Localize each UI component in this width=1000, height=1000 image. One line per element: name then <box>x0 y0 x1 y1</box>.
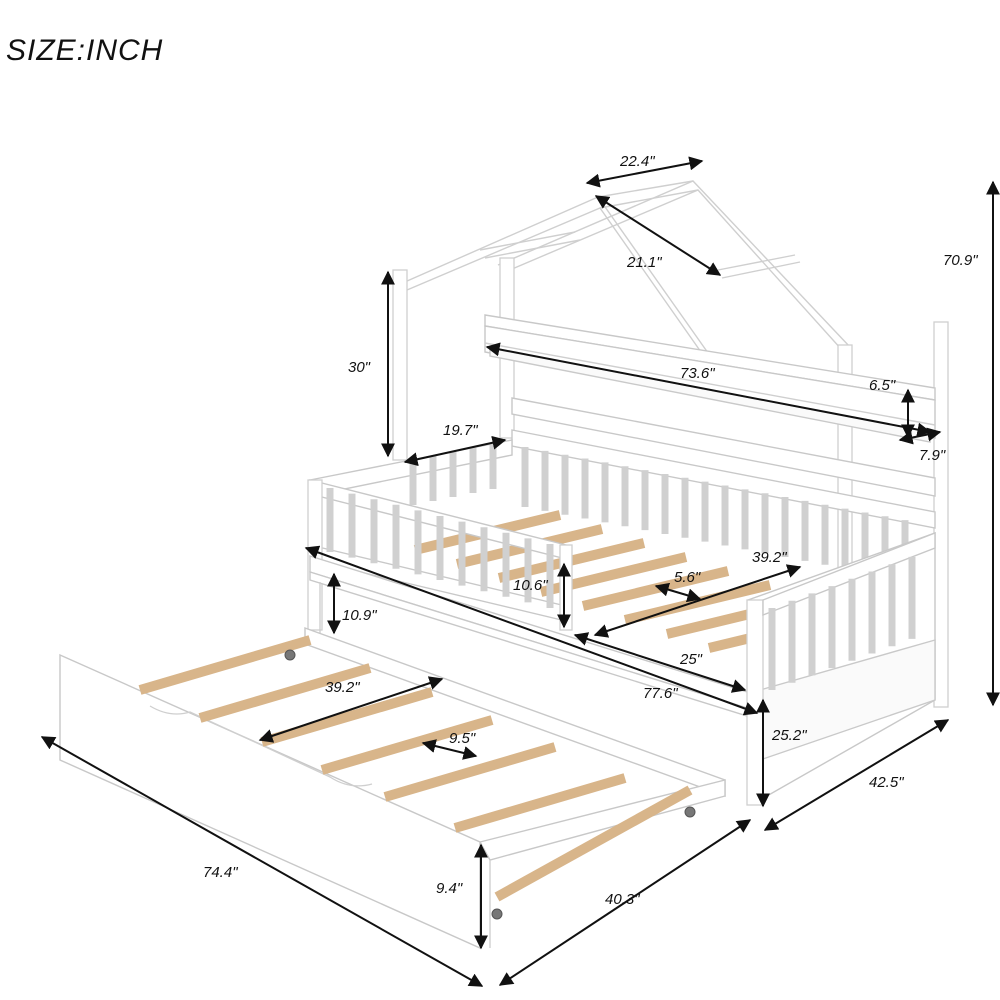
label-bed-inner-width: 39.2" <box>752 549 787 566</box>
wheel <box>284 649 296 661</box>
foot-right-post <box>746 599 764 806</box>
trundle-slat <box>138 635 312 695</box>
label-bed-width: 42.5" <box>869 774 904 791</box>
trundle-slat <box>260 687 434 747</box>
back-gable <box>497 180 851 348</box>
roof-ridge <box>597 180 694 198</box>
label-trundle-inner-width: 39.2" <box>325 679 360 696</box>
label-shelf-depth: 7.9" <box>919 447 946 464</box>
dim-bed-length <box>304 545 759 716</box>
label-shelf-height: 6.5" <box>869 377 896 394</box>
label-under-clearance: 10.9" <box>342 607 377 624</box>
dimension-lines <box>40 156 1000 987</box>
dim-shelf-depth <box>898 427 942 445</box>
back-right-post <box>933 321 949 708</box>
dim-rail-width <box>403 435 507 467</box>
label-trundle-length: 74.4" <box>203 864 238 881</box>
wheel <box>491 908 503 920</box>
back-rail-bars <box>521 447 909 581</box>
dim-roof-width <box>585 156 704 188</box>
wheel <box>684 806 696 818</box>
label-roof-width: 22.4" <box>619 153 655 170</box>
dim-trundle-length <box>40 736 484 987</box>
label-trundle-height: 9.4" <box>436 880 463 897</box>
dimension-labels: 22.4" 21.1" 70.9" 30" 73.6" 6.5" 7.9" 19… <box>203 153 978 908</box>
label-opening-width: 25" <box>679 651 703 668</box>
dim-roof-slope <box>594 195 722 276</box>
label-slat-gap: 5.6" <box>674 569 701 586</box>
label-total-height: 70.9" <box>943 252 978 269</box>
label-trundle-slat-gap: 9.5" <box>449 730 476 747</box>
front-left-post <box>392 269 408 461</box>
label-roof-slope: 21.1" <box>626 254 662 271</box>
trundle-slat <box>453 773 627 833</box>
dim-shelf-length <box>485 342 932 437</box>
dim-trundle-width <box>498 819 752 986</box>
label-shelf-length: 73.6" <box>680 365 715 382</box>
dim-bed-width <box>763 719 950 831</box>
size-unit-label: SIZE:INCH <box>6 34 164 67</box>
label-bed-length: 77.6" <box>643 685 678 702</box>
label-trundle-width: 40.3" <box>605 891 640 908</box>
dim-trundle-inner-width <box>258 676 444 743</box>
label-headboard-height: 30" <box>348 359 371 376</box>
label-rail-width: 19.7" <box>443 422 478 439</box>
label-bed-height: 25.2" <box>771 727 807 744</box>
label-guardrail-height: 10.6" <box>513 577 548 594</box>
